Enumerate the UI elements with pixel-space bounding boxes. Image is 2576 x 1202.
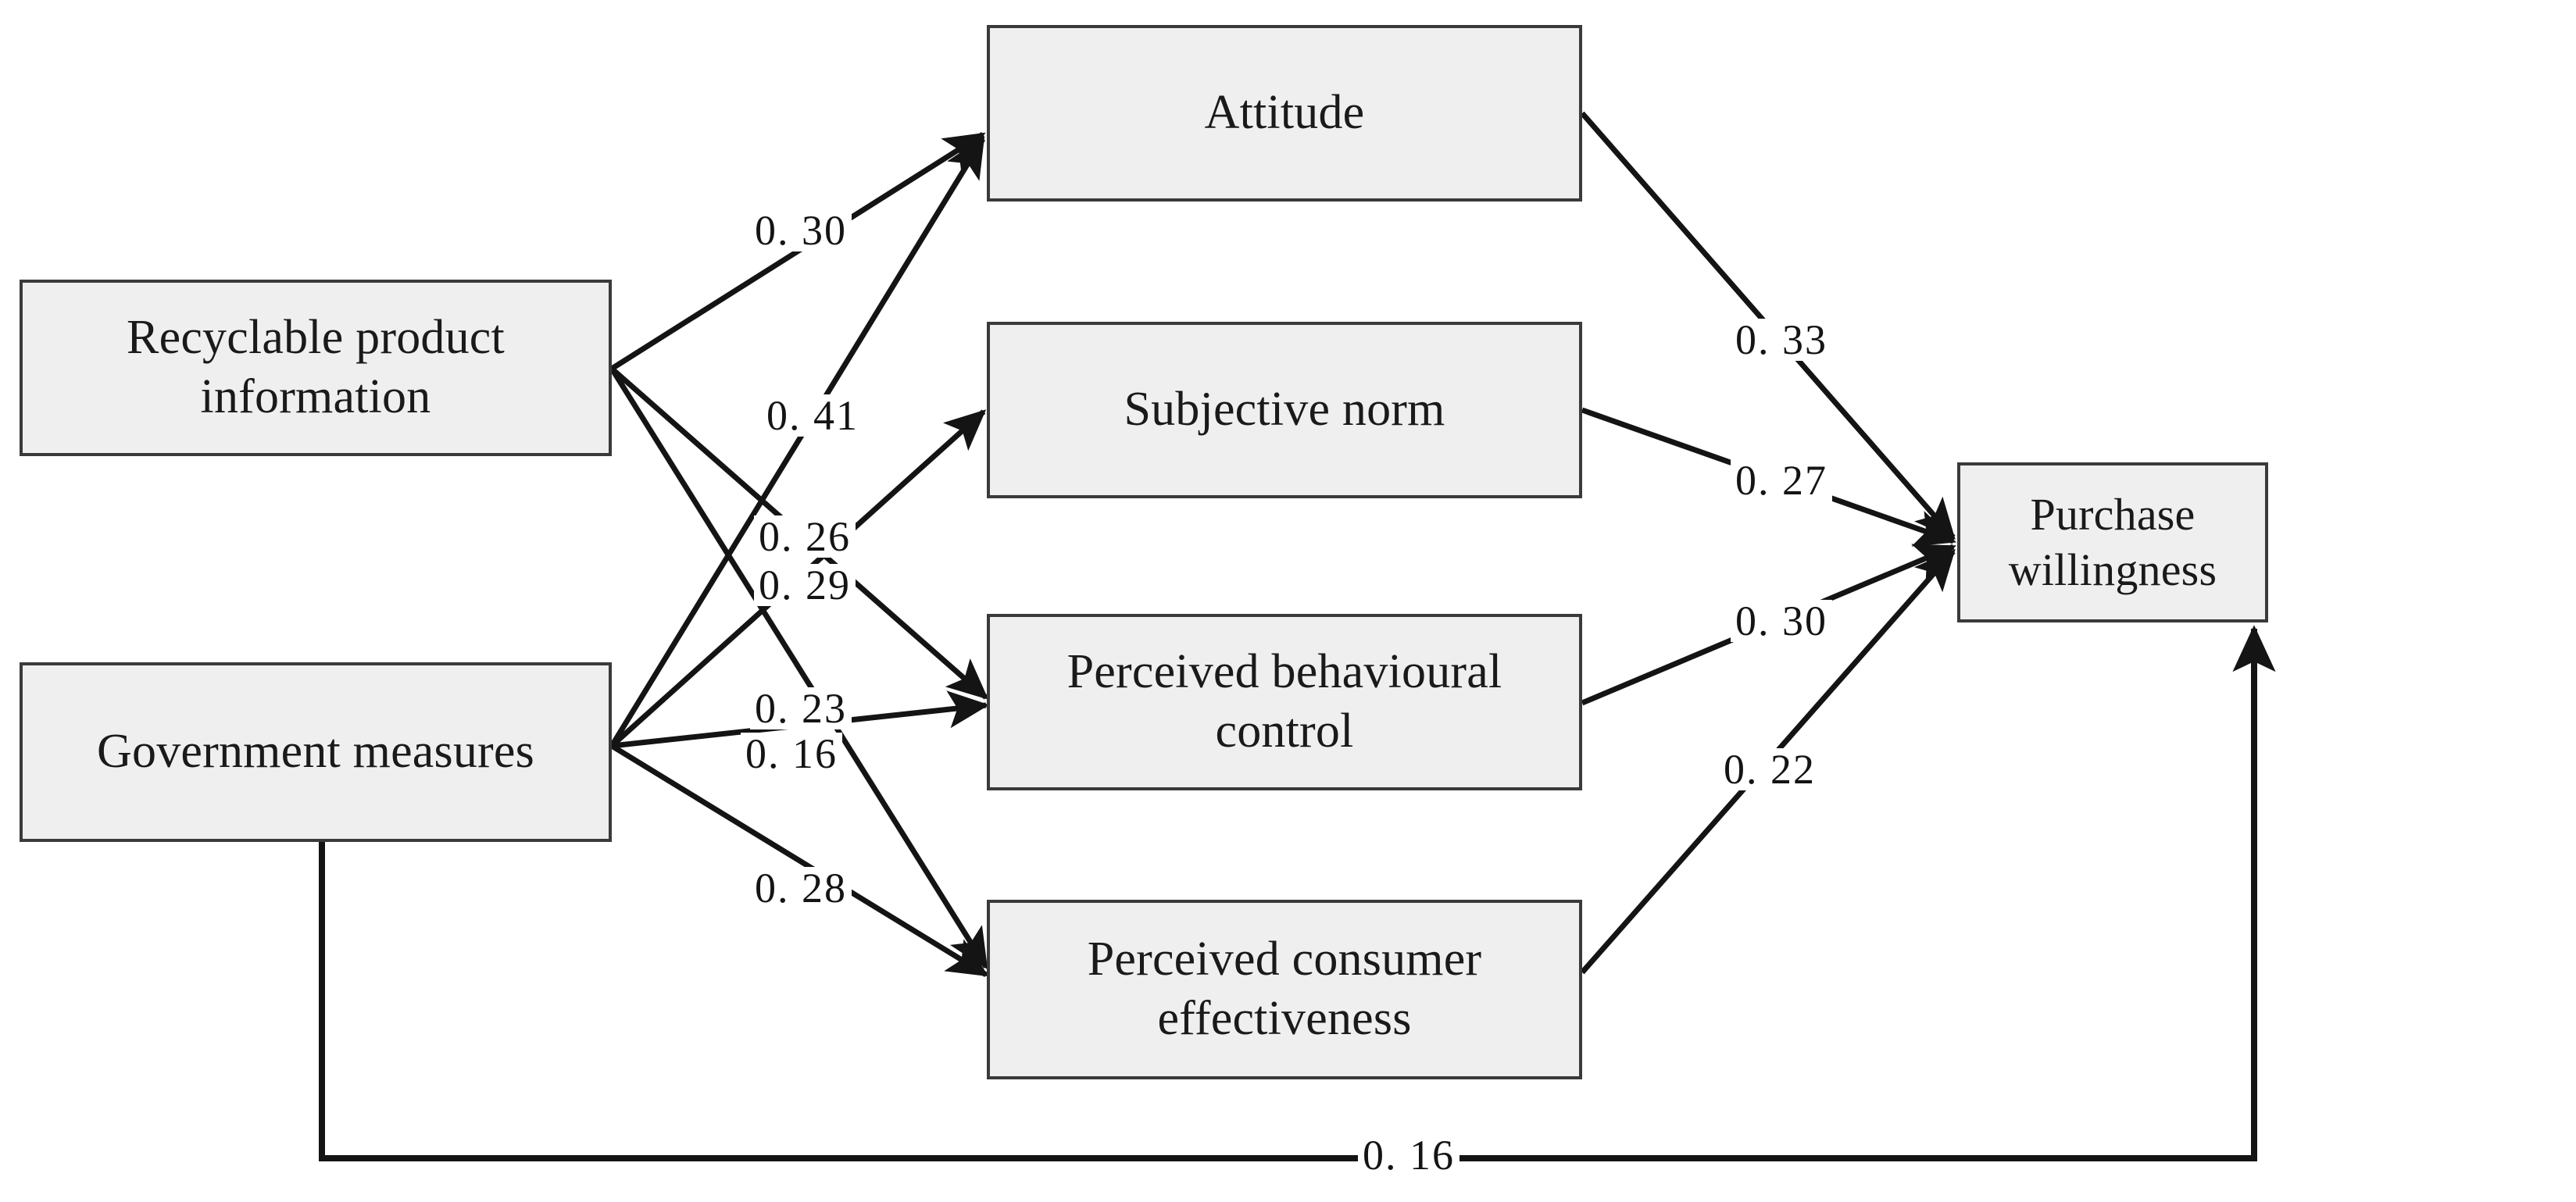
node-perceived-consumer-effectiveness[interactable]: Perceived consumer effectiveness [987, 900, 1582, 1079]
edge-gm-to-pw-direct [319, 625, 2276, 1161]
edge-label-gm-to-pce: 0. 28 [750, 867, 852, 909]
node-attitude[interactable]: Attitude [987, 25, 1582, 202]
edge-gm-to-attitude [609, 136, 985, 747]
edge-label-pce-to-pw: 0. 22 [1719, 748, 1820, 790]
edge-label-subjective-norm-to-pw: 0. 27 [1731, 459, 1832, 501]
edge-label-gm-to-pbc: 0. 16 [741, 733, 842, 775]
edge-label-pbc-to-pw: 0. 30 [1731, 600, 1832, 642]
node-label-subjective-norm: Subjective norm [1124, 383, 1445, 437]
edge-label-attitude-to-pw: 0. 33 [1731, 319, 1832, 361]
node-subjective-norm[interactable]: Subjective norm [987, 322, 1582, 498]
node-purchase-willingness[interactable]: Purchase willingness [1957, 462, 2268, 622]
node-label-perceived-behavioural-control: Perceived behavioural control [1066, 645, 1502, 758]
node-government-measures[interactable]: Government measures [20, 662, 612, 842]
edge-label-rpi-to-pbc: 0. 26 [754, 515, 856, 558]
edge-rpi-to-attitude [610, 132, 986, 371]
edge-label-gm-to-pw-direct: 0. 16 [1358, 1134, 1459, 1176]
edge-label-rpi-to-pce: 0. 23 [750, 687, 852, 729]
node-label-purchase-willingness: Purchase willingness [2008, 488, 2217, 595]
edge-label-gm-to-attitude: 0. 41 [762, 394, 863, 437]
node-label-recyclable-product-information: Recyclable product information [127, 311, 505, 423]
edge-gm-to-pce [610, 744, 989, 977]
node-perceived-behavioural-control[interactable]: Perceived behavioural control [987, 614, 1582, 790]
node-label-perceived-consumer-effectiveness: Perceived consumer effectiveness [1087, 933, 1482, 1045]
node-label-government-measures: Government measures [97, 725, 534, 779]
edge-rpi-to-pce [609, 367, 988, 970]
node-recyclable-product-information[interactable]: Recyclable product information [20, 280, 612, 456]
node-label-attitude: Attitude [1204, 86, 1365, 140]
edge-label-rpi-to-attitude: 0. 30 [750, 209, 852, 251]
edge-label-gm-to-subjective-norm: 0. 29 [754, 564, 856, 606]
